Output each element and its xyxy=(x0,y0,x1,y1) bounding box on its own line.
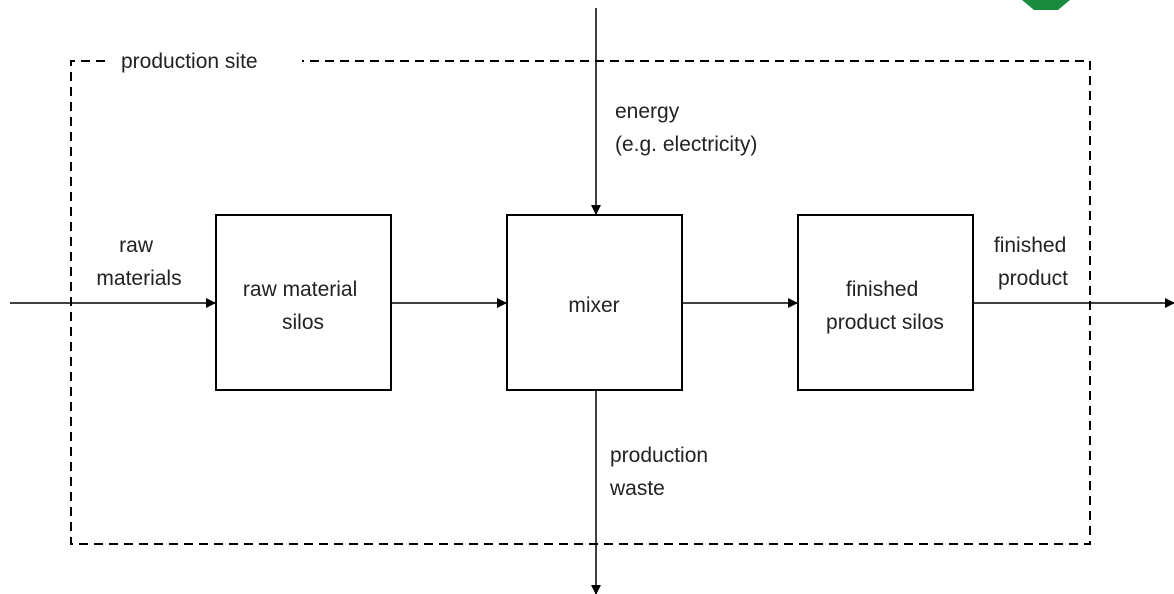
raw-materials-label: raw materials xyxy=(96,234,181,290)
mixer-label: mixer xyxy=(568,294,619,317)
production-waste-label: production waste xyxy=(609,444,714,500)
finished-product-label: finished product xyxy=(994,234,1072,290)
energy-label: energy (e.g. electricity) xyxy=(615,100,757,156)
production-site-label: production site xyxy=(121,50,258,73)
production-site-boundary xyxy=(70,60,1091,545)
finished-product-silos-label: finished product silos xyxy=(826,278,944,334)
raw-material-silos-label: raw material silos xyxy=(243,278,363,334)
raw-material-silos-block xyxy=(215,214,392,391)
mixer-block xyxy=(506,214,683,391)
logo-corner-mark xyxy=(1022,0,1070,10)
finished-product-silos-block xyxy=(797,214,974,391)
